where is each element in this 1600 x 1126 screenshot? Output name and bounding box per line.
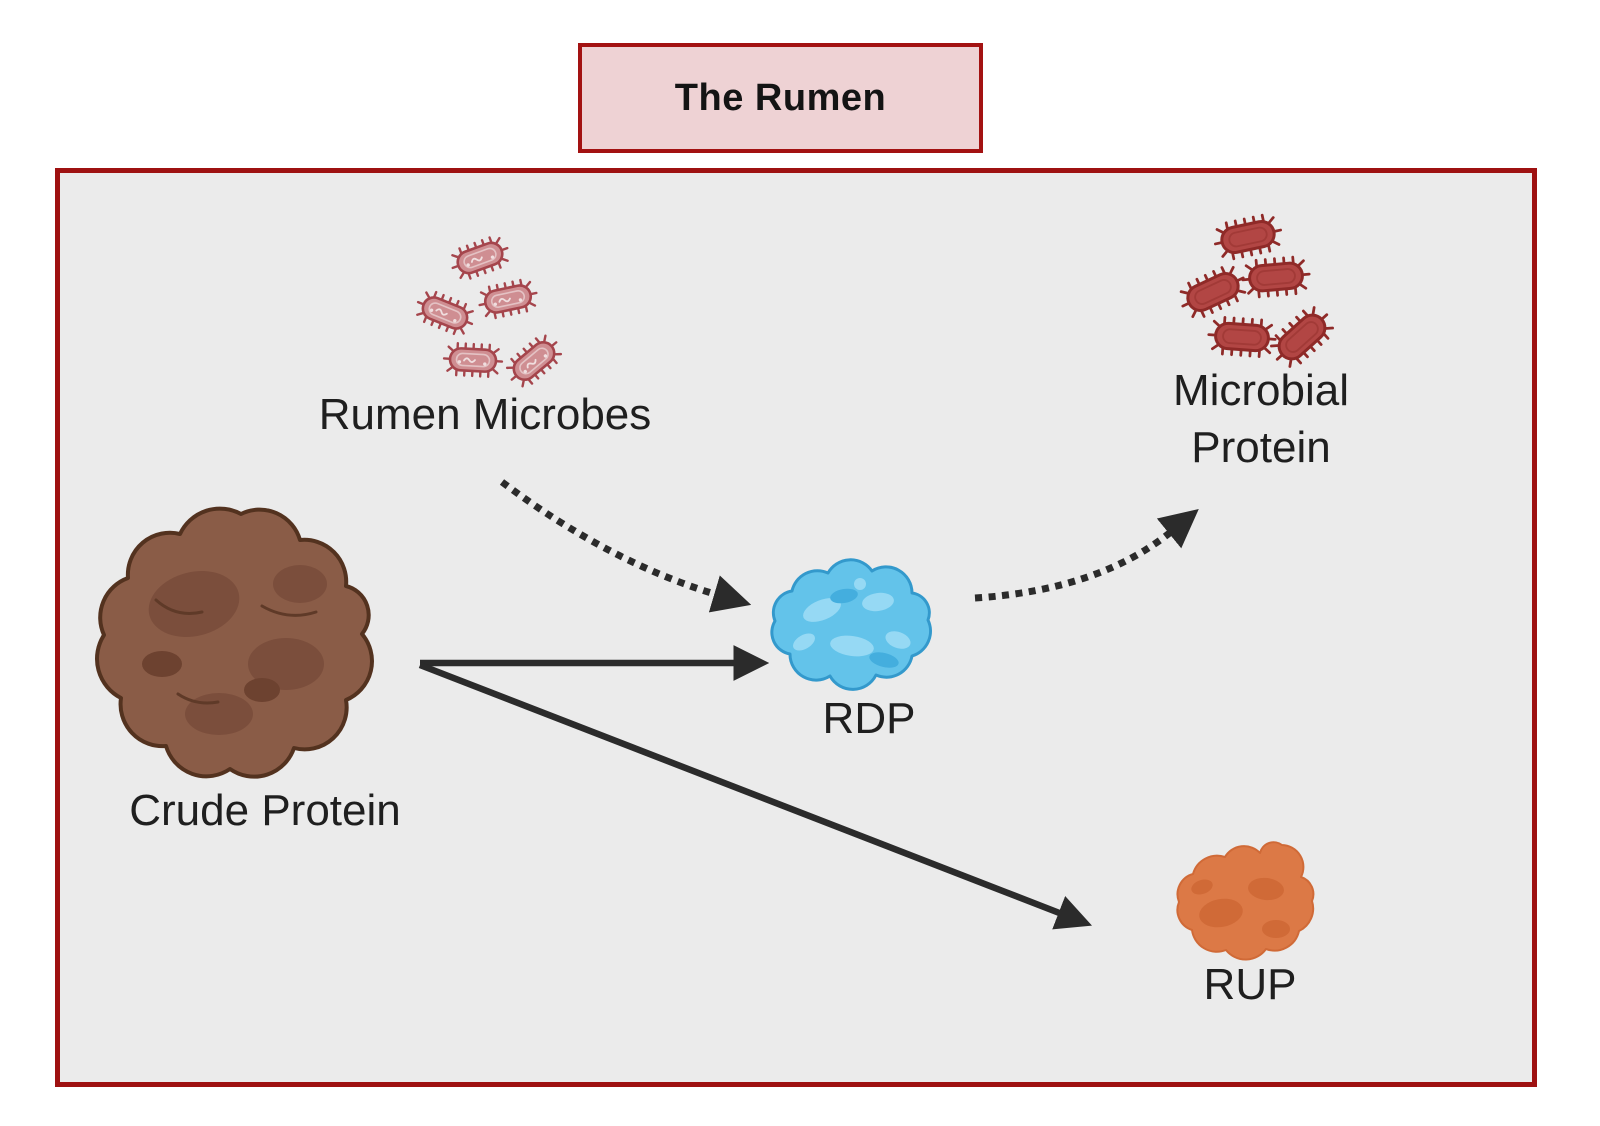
crude-protein-blob xyxy=(95,506,374,779)
arrow-rdp-to-microbial-protein xyxy=(974,509,1199,602)
arrow-rumen-microbes-to-rdp xyxy=(499,479,752,613)
title-box: The Rumen xyxy=(578,43,983,153)
rdp-blob xyxy=(770,558,932,691)
microbial-protein-label: Microbial Protein xyxy=(1172,366,1350,473)
arrow-crude-protein-to-rup xyxy=(418,661,1092,930)
rumen-microbes-icon xyxy=(410,231,568,394)
crude-protein-label: Crude Protein xyxy=(129,786,401,835)
diagram-title: The Rumen xyxy=(674,76,887,119)
rup-label: RUP xyxy=(1203,960,1297,1009)
rumen-microbes-label: Rumen Microbes xyxy=(318,390,652,439)
rdp-label: RDP xyxy=(822,694,916,743)
rup-blob xyxy=(1176,841,1315,961)
microbial-protein-icon xyxy=(1173,210,1341,375)
